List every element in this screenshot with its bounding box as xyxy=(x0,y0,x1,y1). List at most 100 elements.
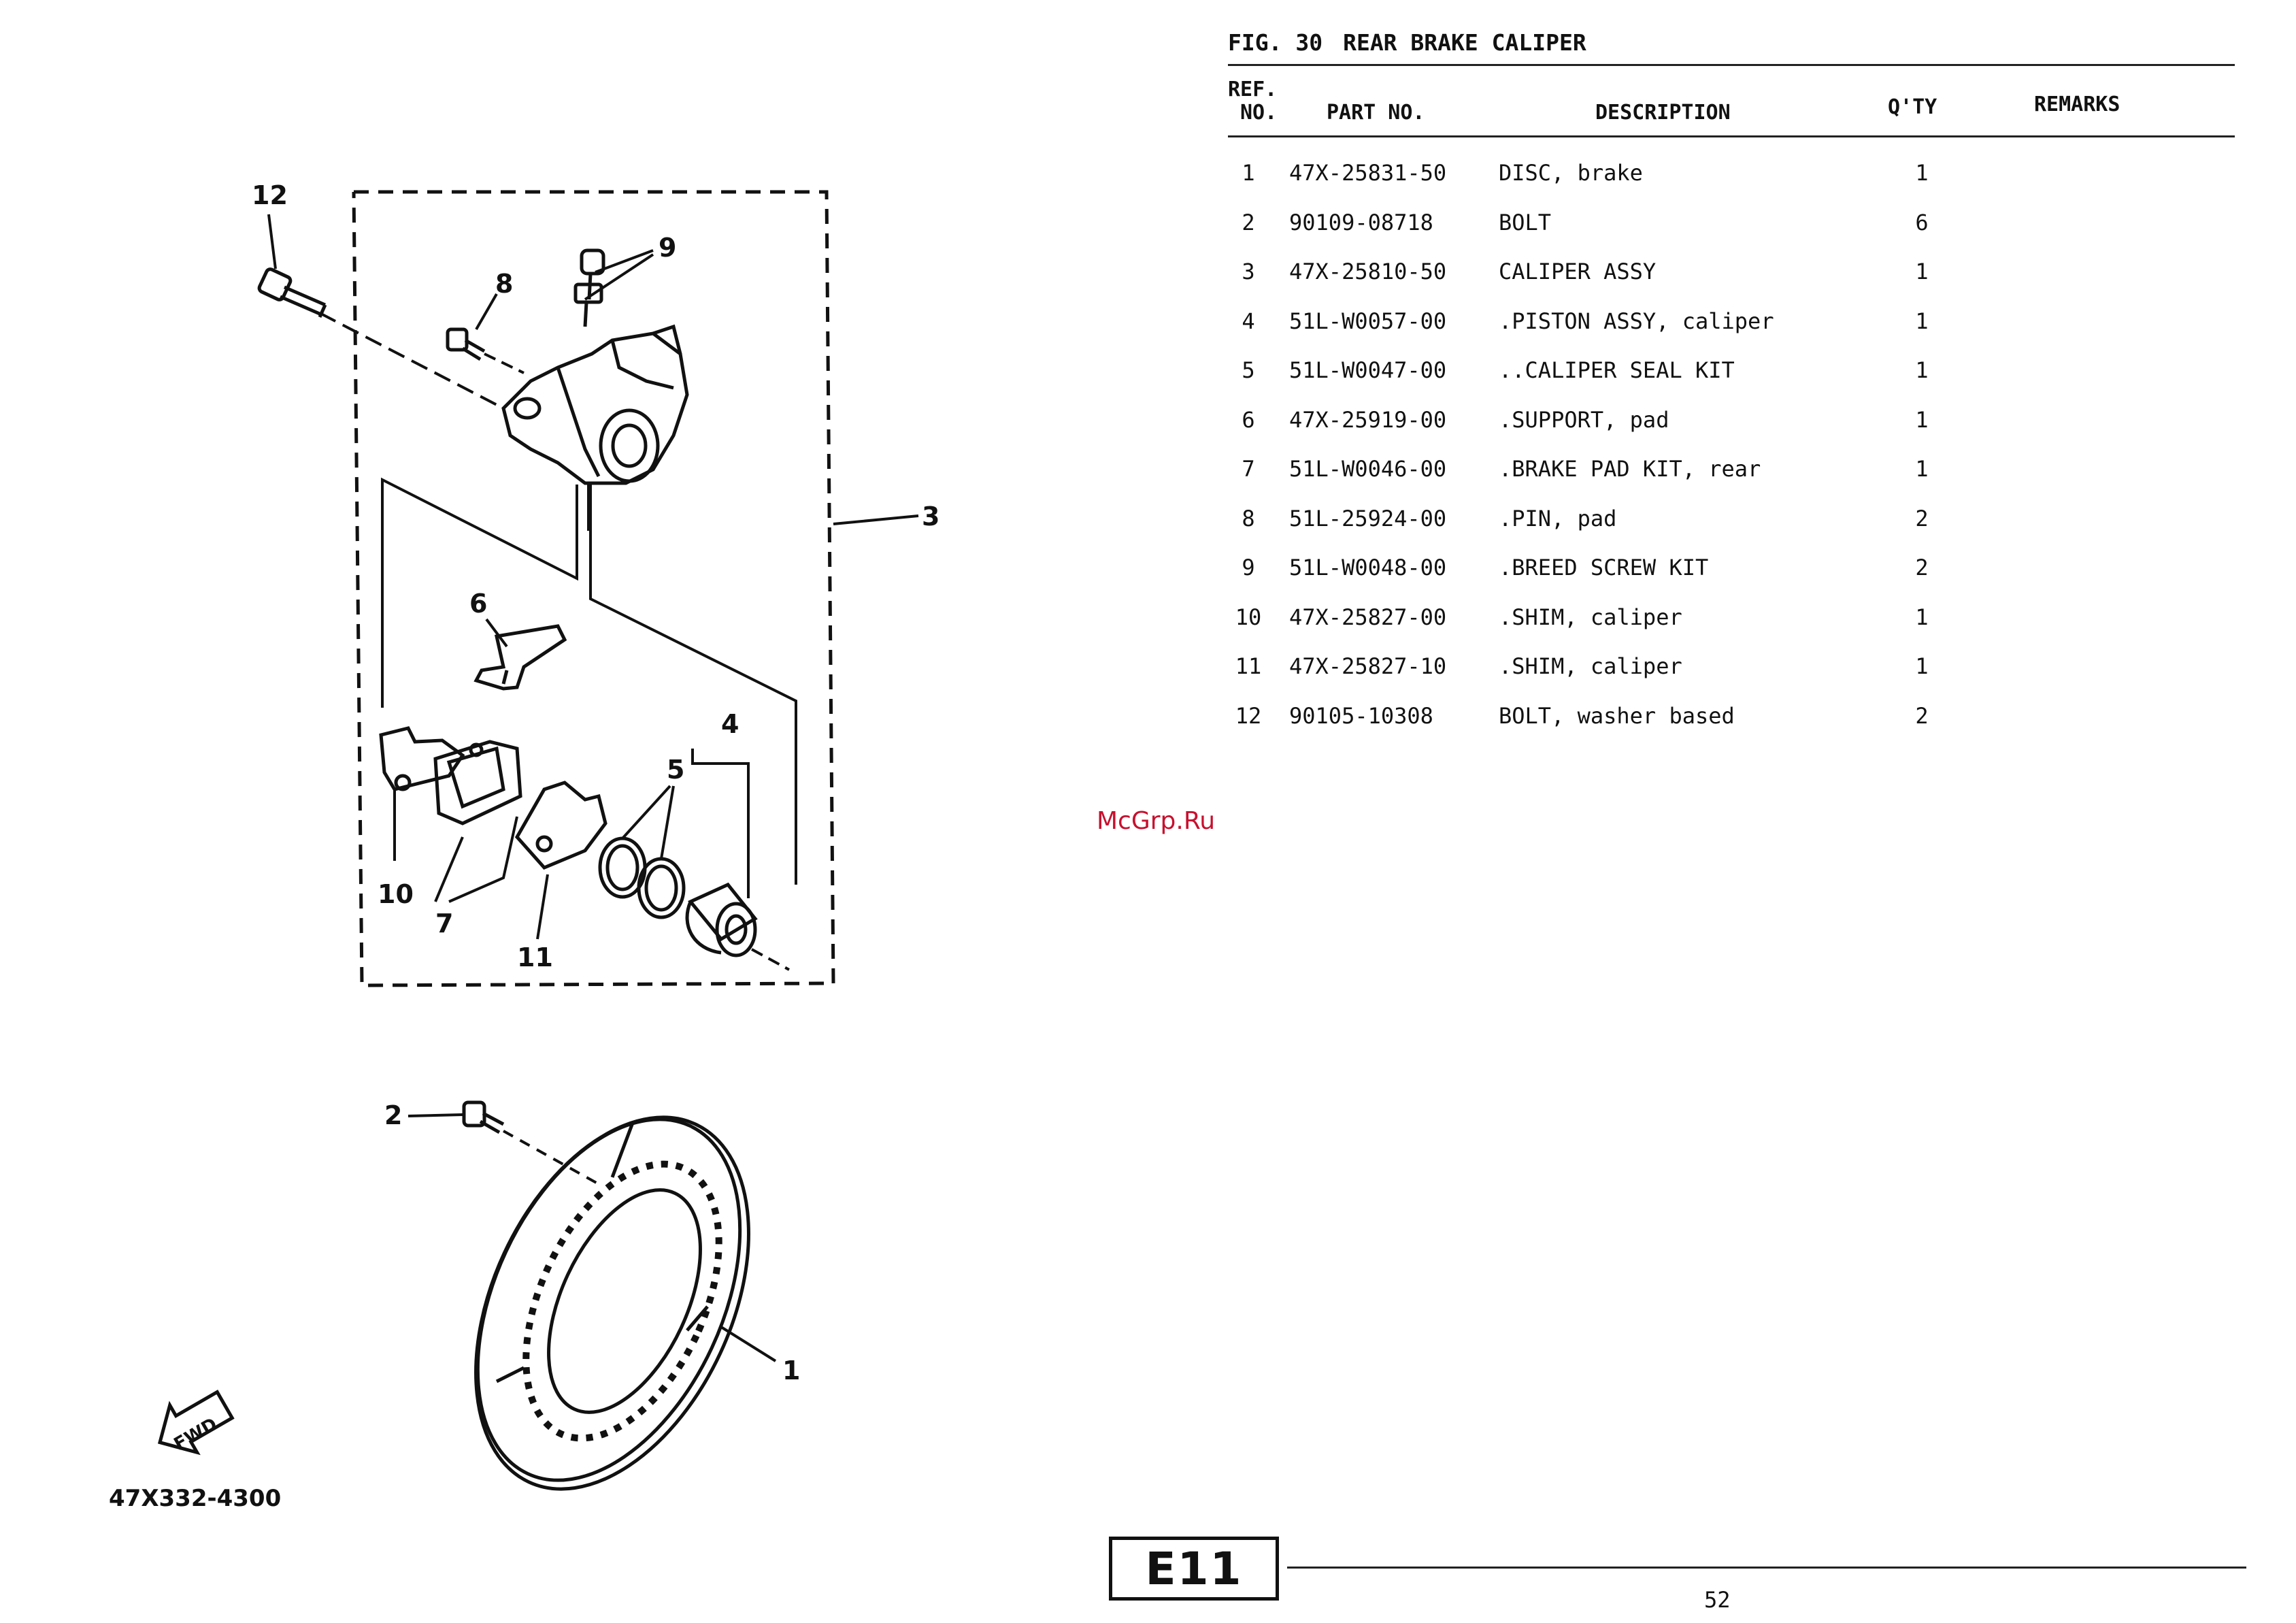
row-description: .BRAKE PAD KIT, rear xyxy=(1499,456,1761,482)
row-description: .BREED SCREW KIT xyxy=(1499,555,1709,580)
table-row: 1 47X-25831-50 DISC, brake 1 xyxy=(1228,148,2235,198)
callout-8: 8 xyxy=(495,269,514,299)
row-ref: 4 xyxy=(1242,308,1255,334)
row-ref: 3 xyxy=(1242,259,1255,284)
row-part-no: 51L-W0047-00 xyxy=(1289,357,1447,383)
row-part-no: 90109-08718 xyxy=(1289,209,1433,235)
row-qty: 6 xyxy=(1915,209,1929,235)
row-ref: 7 xyxy=(1242,456,1255,482)
row-ref: 6 xyxy=(1242,406,1255,433)
header-ref: REF. NO. xyxy=(1228,78,1277,125)
row-description: BOLT, washer based xyxy=(1499,702,1735,729)
row-description: .PIN, pad xyxy=(1499,505,1617,531)
drawing-code: 47X332-4300 xyxy=(109,1485,282,1512)
row-ref: 2 xyxy=(1242,209,1255,235)
row-qty: 1 xyxy=(1915,604,1929,630)
row-part-no: 47X-25827-00 xyxy=(1289,604,1447,630)
bolt-12-drawing xyxy=(257,267,327,318)
row-qty: 1 xyxy=(1915,308,1929,334)
table-row: 7 51L-W0046-00 .BRAKE PAD KIT, rear 1 xyxy=(1228,444,2235,494)
row-qty: 1 xyxy=(1915,456,1929,482)
header-ref-line2: NO. xyxy=(1240,101,1278,125)
row-qty: 2 xyxy=(1915,702,1929,729)
row-description: CALIPER ASSY xyxy=(1499,259,1657,284)
callout-9: 9 xyxy=(659,233,677,263)
parts-list: FIG. 30 REAR BRAKE CALIPER REF. NO. PART … xyxy=(1228,27,2235,740)
callout-2: 2 xyxy=(384,1100,403,1130)
row-qty: 2 xyxy=(1915,505,1929,531)
pad-pin-8-drawing xyxy=(446,327,486,361)
fwd-arrow-icon xyxy=(157,1390,235,1456)
header-part-no: PART NO. xyxy=(1327,101,1425,125)
table-row: 11 47X-25827-10 .SHIM, caliper 1 xyxy=(1228,642,2235,691)
table-row: 3 47X-25810-50 CALIPER ASSY 1 xyxy=(1228,247,2235,297)
section-badge: E11 xyxy=(1109,1537,1279,1601)
row-ref: 8 xyxy=(1242,505,1255,531)
table-row: 12 90105-10308 BOLT, washer based 2 xyxy=(1228,691,2235,741)
row-ref: 9 xyxy=(1242,555,1255,580)
header-qty: Q'TY xyxy=(1888,95,1937,119)
callout-12: 12 xyxy=(252,180,288,210)
row-description: DISC, brake xyxy=(1499,160,1643,186)
table-header: REF. NO. PART NO. DESCRIPTION Q'TY REMAR… xyxy=(1228,66,2235,135)
row-description: .SUPPORT, pad xyxy=(1499,406,1669,433)
row-qty: 2 xyxy=(1915,555,1929,580)
diagram-drawing: FWD xyxy=(157,190,919,1491)
brake-pad-7-drawing xyxy=(433,740,522,825)
header-bottom-rule xyxy=(1228,135,2235,137)
header-description: DESCRIPTION xyxy=(1595,101,1731,125)
row-part-no: 47X-25827-10 xyxy=(1289,653,1447,679)
header-remarks: REMARKS xyxy=(2034,93,2120,116)
figure-title: FIG. 30 REAR BRAKE CALIPER xyxy=(1228,27,2235,59)
row-qty: 1 xyxy=(1915,160,1929,186)
row-description: .SHIM, caliper xyxy=(1499,653,1682,679)
row-part-no: 47X-25810-50 xyxy=(1289,259,1447,284)
callout-1: 1 xyxy=(782,1356,801,1386)
table-row: 2 90109-08718 BOLT 6 xyxy=(1228,198,2235,248)
row-qty: 1 xyxy=(1915,357,1929,383)
callout-10: 10 xyxy=(378,879,414,909)
header-ref-line1: REF. xyxy=(1228,78,1278,101)
row-ref: 11 xyxy=(1235,653,1262,679)
section-badge-label: E11 xyxy=(1145,1542,1243,1595)
row-part-no: 47X-25831-50 xyxy=(1289,160,1447,186)
callout-5: 5 xyxy=(667,755,685,785)
row-description: BOLT xyxy=(1499,209,1552,235)
row-part-no: 51L-W0046-00 xyxy=(1289,456,1447,482)
shim-10-drawing xyxy=(379,726,465,791)
watermark-link[interactable]: McGrp.Ru xyxy=(1097,807,1216,835)
callout-6: 6 xyxy=(469,589,488,619)
table-row: 6 47X-25919-00 .SUPPORT, pad 1 xyxy=(1228,395,2235,445)
page-number: 52 xyxy=(1704,1587,1731,1613)
figure-number: FIG. 30 xyxy=(1228,29,1323,56)
header-top-rule xyxy=(1228,64,2235,66)
shim-11-drawing xyxy=(514,781,608,870)
row-part-no: 51L-W0057-00 xyxy=(1289,308,1447,334)
row-part-no: 47X-25919-00 xyxy=(1289,406,1447,433)
row-part-no: 90105-10308 xyxy=(1289,702,1433,729)
row-ref: 1 xyxy=(1242,160,1255,186)
callout-11: 11 xyxy=(517,942,553,972)
footer-rule xyxy=(1287,1567,2246,1569)
row-qty: 1 xyxy=(1915,259,1929,284)
brake-disc-1-drawing xyxy=(474,1115,750,1491)
callout-7: 7 xyxy=(435,908,454,938)
row-qty: 1 xyxy=(1915,406,1929,433)
row-part-no: 51L-W0048-00 xyxy=(1289,555,1447,580)
callout-3: 3 xyxy=(922,502,940,531)
callout-4: 4 xyxy=(721,709,739,739)
pad-support-6-drawing xyxy=(473,624,567,691)
piston-seals-5-drawing xyxy=(598,836,686,919)
figure-name: REAR BRAKE CALIPER xyxy=(1343,29,1586,56)
row-ref: 10 xyxy=(1235,604,1262,630)
row-qty: 1 xyxy=(1915,653,1929,679)
piston-4-drawing xyxy=(685,882,758,957)
row-ref: 12 xyxy=(1235,702,1262,729)
table-row: 5 51L-W0047-00 ..CALIPER SEAL KIT 1 xyxy=(1228,346,2235,395)
row-ref: 5 xyxy=(1242,357,1255,383)
row-description: ..CALIPER SEAL KIT xyxy=(1499,357,1735,383)
caliper-body-drawing xyxy=(501,324,689,485)
